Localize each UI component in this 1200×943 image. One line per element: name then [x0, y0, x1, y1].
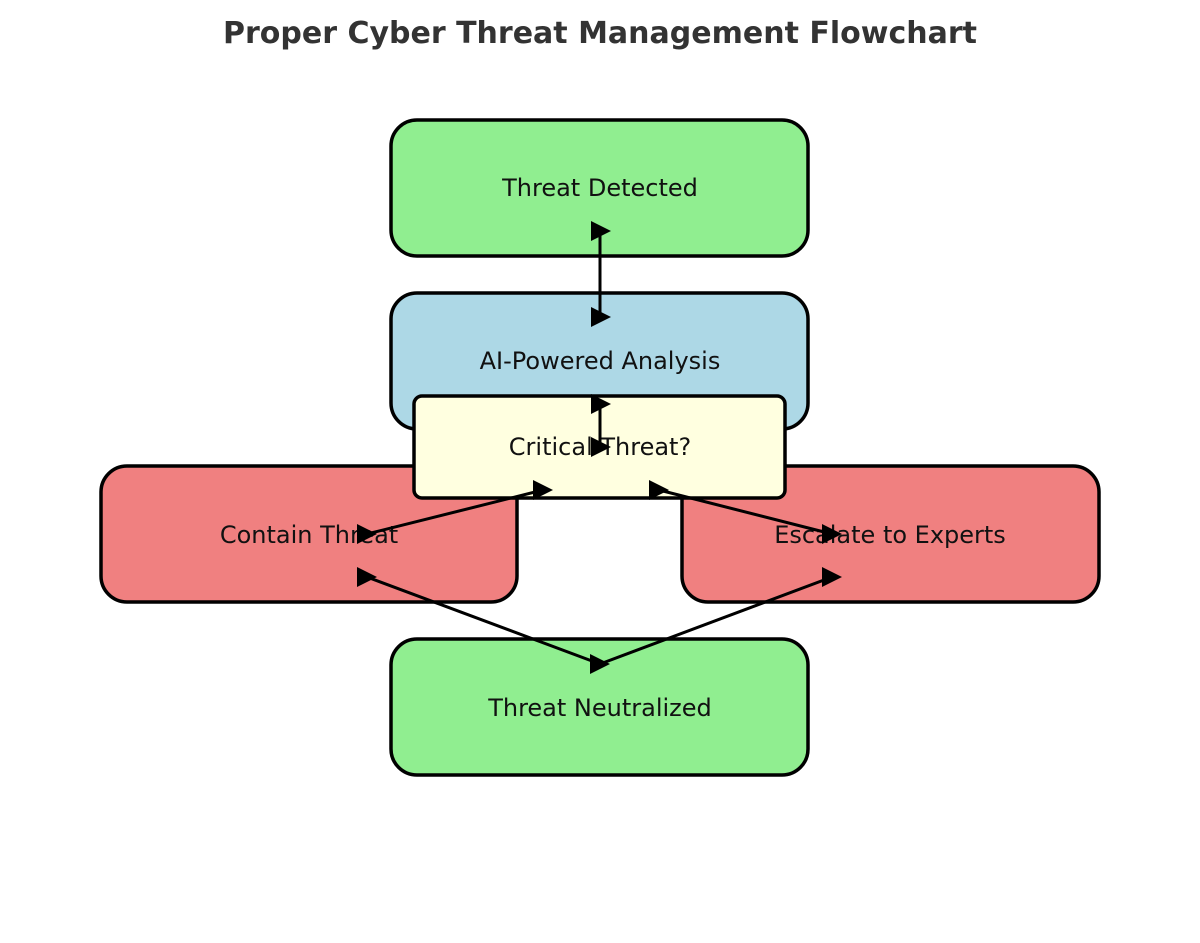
- edges-layer: [357, 221, 842, 674]
- node-threat-neutralized-box: [389, 637, 810, 777]
- arrowhead-icon: [591, 437, 611, 457]
- node-escalate-experts-box: [680, 464, 1101, 604]
- edge-analysis-to-critical: [591, 394, 611, 457]
- node-escalate-experts-label: Escalate to Experts: [774, 521, 1006, 549]
- node-threat-neutralized: Threat Neutralized: [389, 637, 810, 777]
- edge-critical-to-escalate: [649, 480, 842, 544]
- edge-detected-to-analysis: [591, 221, 611, 327]
- diagram-title: Proper Cyber Threat Management Flowchart: [223, 16, 977, 51]
- arrowhead-icon: [357, 524, 377, 544]
- arrowhead-icon: [822, 524, 842, 544]
- edge-line: [658, 488, 833, 536]
- edge-line: [599, 575, 833, 666]
- arrowhead-icon: [591, 394, 611, 414]
- edge-line: [366, 575, 601, 666]
- node-ai-analysis-label: AI-Powered Analysis: [480, 347, 721, 375]
- arrowhead-icon: [822, 567, 842, 587]
- edge-line: [366, 488, 544, 536]
- node-threat-detected-label: Threat Detected: [501, 174, 698, 202]
- node-escalate-experts: Escalate to Experts: [680, 464, 1101, 604]
- arrowhead-icon: [649, 480, 669, 500]
- node-threat-detected: Threat Detected: [389, 118, 810, 258]
- edge-escalate-to-neutralized: [599, 567, 842, 666]
- arrowhead-icon: [357, 567, 377, 587]
- arrowhead-icon: [533, 480, 553, 500]
- node-contain-threat-box: [99, 464, 519, 604]
- edge-critical-to-contain: [357, 480, 553, 544]
- arrowhead-icon: [591, 307, 611, 327]
- arrowhead-icon: [591, 221, 611, 241]
- node-threat-neutralized-label: Threat Neutralized: [487, 694, 712, 722]
